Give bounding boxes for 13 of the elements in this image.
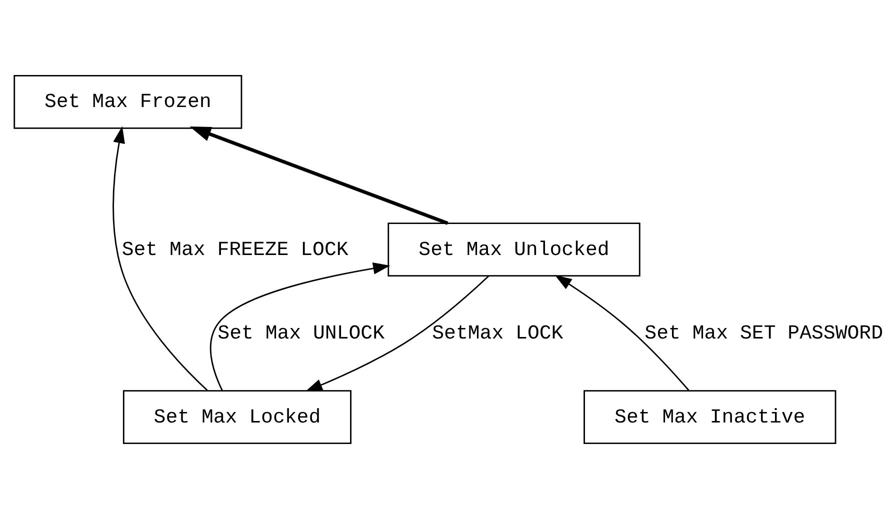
edge-label: SetMax LOCK: [432, 321, 564, 344]
arrow: [190, 126, 448, 224]
arrow: [554, 274, 690, 390]
edge-label: Set Max UNLOCK: [218, 321, 385, 344]
arrow: [112, 126, 208, 390]
node-box: Set Max Unlocked: [388, 222, 640, 276]
arrow: [210, 262, 390, 390]
edge-label: Set Max SET PASSWORD: [644, 321, 884, 344]
node-box: Set Max Inactive: [584, 390, 836, 444]
node-box: Set Max Locked: [122, 390, 352, 444]
edge-label: Set Max FREEZE LOCK: [122, 237, 348, 260]
node-box: Set Max Frozen: [14, 74, 242, 128]
arrow: [305, 274, 490, 391]
